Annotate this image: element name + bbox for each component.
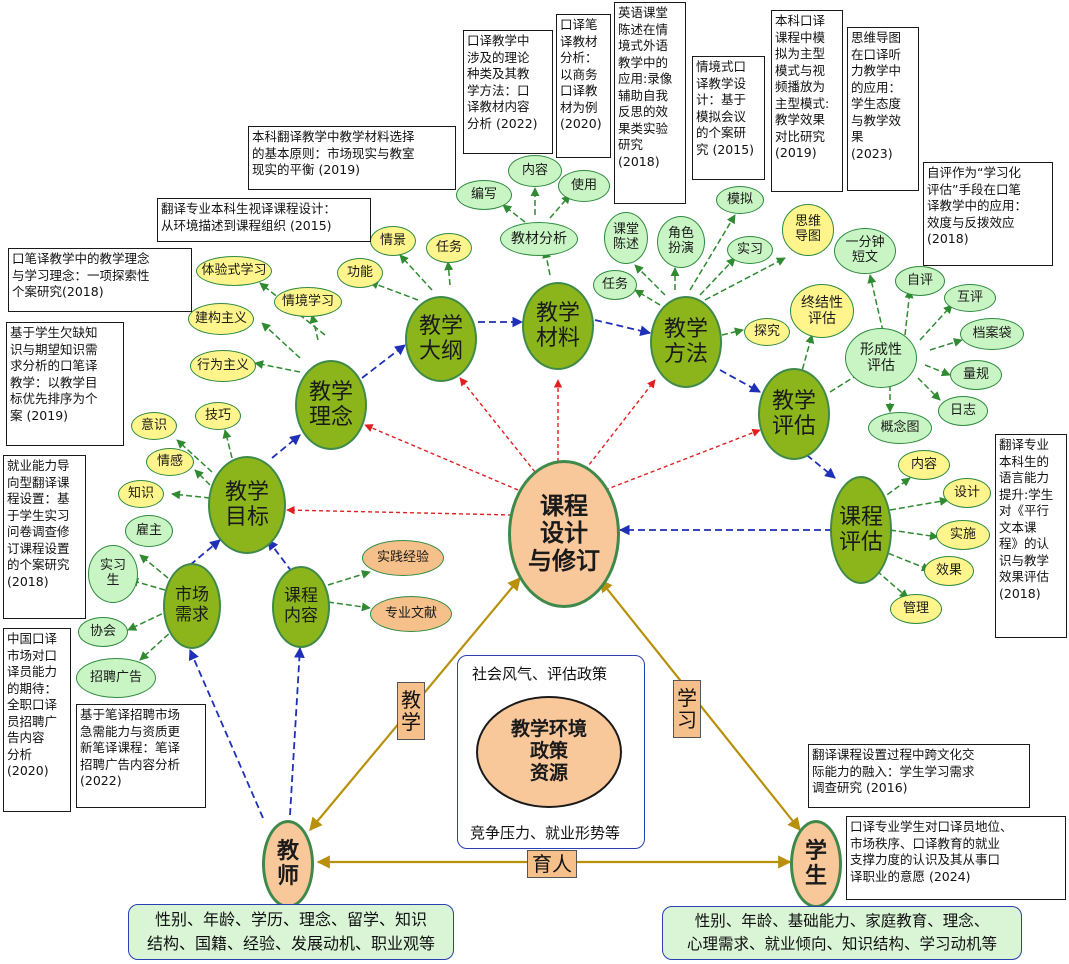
ref-box-needs-2019: 基于学生欠缺知 识与期望知识需 求分析的口笔译 教学：以教学目 标优先排序为个 …	[6, 322, 124, 446]
label-teach: 教 学	[397, 682, 425, 740]
leaf-practice-experience: 实践经验	[362, 540, 444, 576]
ref-box-parallel-2018: 翻译专业 本科生的 语言能力 提升:学生 对《平行 文本课 程》的认 识与教学 …	[995, 434, 1067, 638]
leaf-mindmap: 思维 导图	[782, 204, 834, 256]
leaf-simulation: 模拟	[716, 186, 764, 214]
node-teacher: 教 师	[262, 820, 314, 908]
leaf-one-minute-paper: 一分钟 短文	[834, 228, 896, 274]
environment-bottom-text: 竞争压力、就业形势等	[470, 824, 621, 842]
leaf-internship-method: 实习	[727, 236, 773, 264]
teacher-attributes: 性别、年龄、学历、理念、留学、知识 结构、国籍、经验、发展动机、职业观等	[128, 904, 454, 960]
node-student: 学 生	[790, 820, 842, 908]
leaf-inquiry: 探究	[744, 318, 790, 346]
center-node: 课程 设计 与修订	[508, 460, 620, 608]
leaf-management: 管理	[890, 594, 942, 624]
leaf-skill: 技巧	[195, 402, 241, 430]
leaf-task-syllabus: 任务	[426, 233, 472, 263]
leaf-implementation: 实施	[936, 520, 990, 550]
ref-box-employ-2018: 就业能力导 向型翻译课 程设置：基 于学生实习 问卷调查修 订课程设置 的个案研…	[3, 455, 86, 619]
leaf-situated: 情境学习	[274, 287, 342, 317]
ref-box-video-2018: 英语课堂 陈述在情 境式外语 教学中的 应用:录像 辅助自我 反思的效 果类实验…	[614, 2, 686, 204]
leaf-association: 协会	[78, 617, 128, 647]
node-teaching-concept: 教学 理念	[295, 360, 367, 450]
leaf-peer-assessment: 互评	[944, 284, 996, 312]
label-educate: 育人	[527, 850, 577, 878]
node-course-evaluation: 课程 评估	[830, 476, 892, 584]
leaf-content-eval: 内容	[898, 450, 950, 480]
node-syllabus: 教学 大纲	[405, 296, 477, 382]
node-formative: 形成性 评估	[845, 328, 917, 388]
leaf-knowledge: 知识	[118, 480, 164, 508]
node-teaching-material: 教学 材料	[522, 282, 594, 370]
leaf-behaviorism: 行为主义	[190, 350, 256, 382]
node-teaching-method: 教学 方法	[650, 296, 722, 388]
leaf-rubric: 量规	[950, 360, 1002, 390]
label-learn: 学 习	[673, 680, 701, 738]
leaf-compile: 编写	[456, 180, 512, 210]
leaf-employer: 雇主	[125, 515, 173, 547]
ref-box-china-market-2020: 中国口译 市场对口 译员能力 的期待： 全职口译 员招聘广 告内容 分析 (20…	[3, 628, 71, 812]
ref-box-concept-2018: 口笔译教学中的教学理念 与学习理念：一项探索性 个案研究(2018)	[8, 248, 192, 312]
leaf-recruitment-ad: 招聘广告	[76, 658, 156, 698]
leaf-literature: 专业文献	[370, 596, 452, 632]
leaf-intern: 实习 生	[88, 545, 138, 603]
leaf-portfolio: 档案袋	[960, 318, 1024, 350]
node-course-content: 课程 内容	[272, 566, 330, 648]
leaf-use: 使用	[558, 170, 610, 202]
leaf-scenario: 情景	[370, 226, 416, 256]
leaf-presentation: 课堂 陈述	[604, 212, 648, 264]
ref-box-situational-2015: 情境式口 译教学设 计：基于 模拟会议 的个案研 究 (2015)	[692, 56, 765, 180]
leaf-roleplay: 角色 扮演	[657, 216, 705, 268]
node-teaching-goal: 教学 目标	[208, 456, 286, 554]
environment-top-text: 社会风气、评估政策	[472, 665, 608, 683]
student-attributes: 性别、年龄、基础能力、家庭教育、理念、 心理需求、就业倾向、知识结构、学习动机等	[662, 906, 1022, 960]
node-material-analysis: 教材分析	[500, 222, 578, 256]
leaf-design: 设计	[943, 478, 991, 508]
leaf-experiential: 体验式学习	[196, 256, 272, 286]
ref-box-selfeval-2018: 自评作为“学习化 评估”手段在口笔 译教学中的应用： 效度与反拨效应 (2018…	[923, 162, 1053, 266]
ref-box-student-view-2024: 口译专业学生对口译员地位、 市场秩序、口译教育的就业 支撑力度的认识及其从事口 …	[846, 816, 1066, 900]
leaf-effect: 效果	[924, 556, 974, 586]
leaf-concept-map: 概念图	[868, 412, 932, 444]
ref-box-simulation-2019: 本科口译 课程中模 拟为主型 模式与视 频播放为 主型模式: 教学效果 对比研究…	[771, 10, 843, 192]
leaf-constructivism: 建构主义	[188, 303, 254, 335]
environment-core: 教学环境 政策 资源	[476, 696, 622, 808]
leaf-function: 功能	[337, 258, 383, 288]
leaf-journal: 日志	[938, 396, 988, 426]
leaf-content-material: 内容	[508, 155, 562, 187]
ref-box-material-select-2019: 本科翻译教学中教学材料选择 的基本原则：市场现实与教室 现实的平衡 (2019)	[248, 126, 456, 190]
leaf-emotion: 情感	[146, 448, 194, 476]
node-teaching-assessment: 教学 评估	[758, 368, 830, 460]
ref-box-sight-2015: 翻译专业本科生视译课程设计： 从环境描述到课程组织 (2015)	[157, 198, 371, 242]
ref-box-theory-2022: 口译教学中 涉及的理论 种类及其教 学方法：口 译教材内容 分析 (2022)	[463, 30, 553, 154]
ref-box-material-2020: 口译笔 译教材 分析： 以商务 口译教 材为例 (2020)	[556, 14, 611, 158]
node-summative: 终结性 评估	[790, 284, 854, 338]
ref-box-intercultural-2016: 翻译课程设置过程中跨文化交 际能力的融入：学生学习需求 调查研究 (2016)	[808, 744, 1030, 808]
node-market-demand: 市场 需求	[163, 563, 221, 649]
ref-box-recruit-2022: 基于笔译招聘市场 急需能力与资质更 新笔译课程：笔译 招聘广告内容分析 (202…	[76, 704, 206, 808]
leaf-self-assessment: 自评	[895, 266, 945, 296]
ref-box-mindmap-2023: 思维导图 在口译听 力教学中 的应用： 学生态度 与教学效 果 (2023)	[847, 27, 919, 191]
leaf-awareness: 意识	[131, 412, 177, 440]
leaf-task-method: 任务	[593, 270, 637, 300]
